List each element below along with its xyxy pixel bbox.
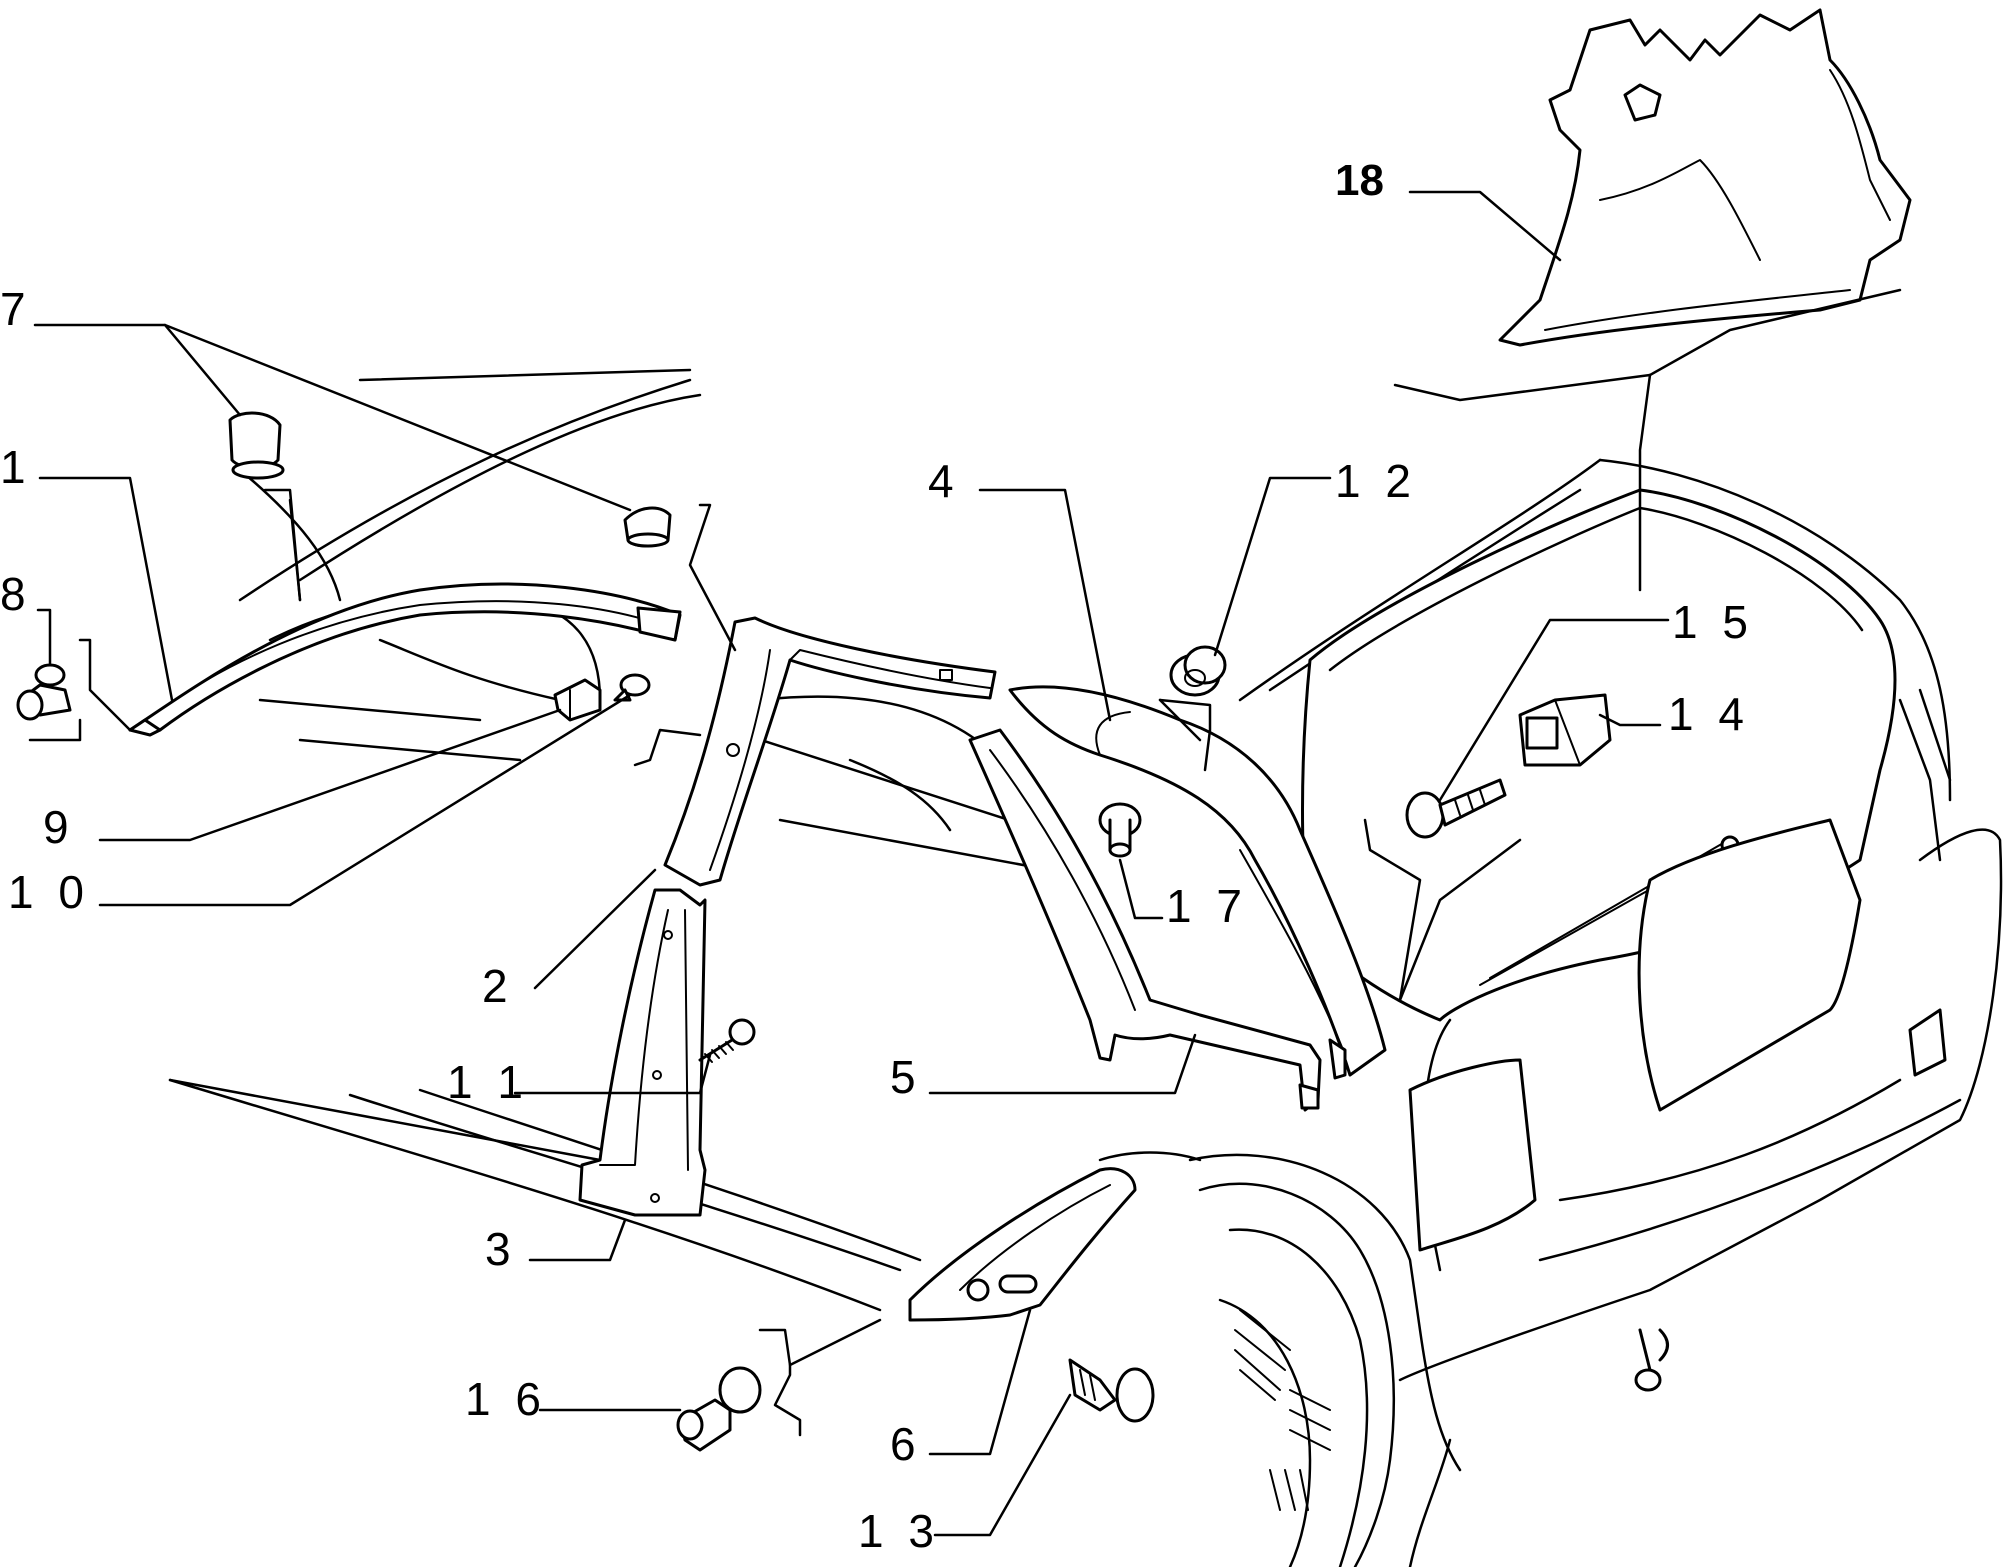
part-17-retainer bbox=[1098, 802, 1142, 858]
part-6-wheel-arch-trim bbox=[908, 1167, 1137, 1322]
part-5-c-pillar-lower-trim bbox=[968, 728, 1347, 1112]
callout-1: 1 bbox=[0, 441, 32, 493]
part-3-b-pillar-lower-trim bbox=[578, 888, 707, 1217]
part-15-bolt bbox=[1405, 778, 1507, 839]
part-8-push-pin bbox=[16, 663, 72, 721]
part-16-push-pin bbox=[676, 1366, 762, 1452]
part-13-push-rivet bbox=[1068, 1358, 1155, 1423]
callout-16: 1 6 bbox=[465, 1373, 547, 1425]
callout-10: 1 0 bbox=[8, 866, 90, 918]
car-body-outline bbox=[168, 368, 2003, 1567]
part-7-clip-a bbox=[228, 411, 285, 480]
callout-8: 8 bbox=[0, 568, 32, 620]
callout-3: 3 bbox=[485, 1223, 517, 1275]
callout-18: 18 bbox=[1335, 156, 1384, 205]
part-11-screw bbox=[698, 1018, 756, 1063]
callout-9: 9 bbox=[43, 801, 75, 853]
callout-15: 1 5 bbox=[1672, 596, 1754, 648]
part-1-roof-rail-trim bbox=[128, 582, 682, 737]
part-18-luggage-side-trim-panel bbox=[1498, 8, 1912, 347]
callout-6: 6 bbox=[890, 1418, 922, 1470]
leader-lines bbox=[28, 190, 1902, 1537]
part-2-a-pillar-upper-trim bbox=[663, 616, 997, 887]
part-10-screw bbox=[613, 673, 651, 702]
callout-13: 1 3 bbox=[858, 1505, 940, 1557]
part-12-grommet bbox=[1169, 645, 1227, 697]
part-7-clip-b bbox=[623, 506, 672, 548]
callout-numbers: 1 2 3 4 5 6 7 8 9 1 0 1 1 1 2 1 3 1 4 1 … bbox=[0, 156, 1754, 1557]
callout-4: 4 bbox=[928, 455, 960, 507]
callout-11: 1 1 bbox=[447, 1056, 529, 1108]
callout-12: 1 2 bbox=[1335, 455, 1417, 507]
callout-7: 7 bbox=[0, 283, 32, 335]
part-14-clip-nut bbox=[1518, 693, 1612, 767]
callout-17: 1 7 bbox=[1166, 880, 1248, 932]
part-9-clip bbox=[553, 678, 602, 722]
callout-5: 5 bbox=[890, 1051, 922, 1103]
callout-14: 1 4 bbox=[1668, 688, 1750, 740]
callout-2: 2 bbox=[482, 960, 514, 1012]
